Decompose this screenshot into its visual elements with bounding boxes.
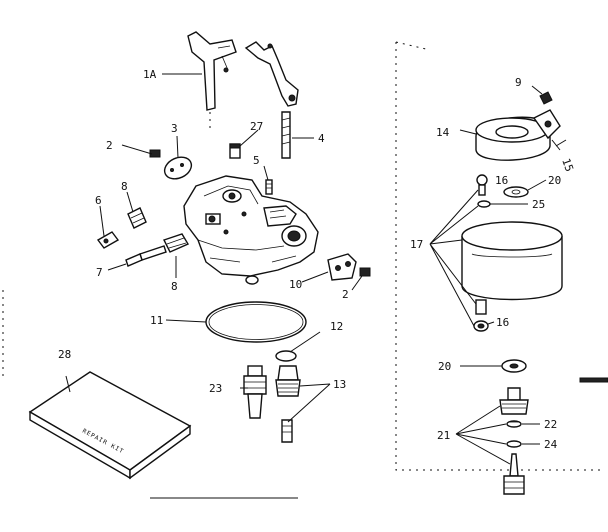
repair-kit-box-28: REPAIR KIT [28, 371, 192, 480]
label-20-lower: 20 [438, 360, 451, 373]
label-14: 14 [436, 126, 450, 139]
label-9: 9 [515, 76, 522, 89]
label-10: 10 [289, 278, 302, 291]
label-28: 28 [58, 348, 71, 361]
bowl-nut-21 [499, 387, 529, 415]
label-6: 6 [95, 194, 102, 207]
washer-20-upper [503, 186, 529, 198]
spring-22 [506, 420, 522, 428]
label-8-lower: 8 [171, 280, 178, 293]
needle-21-lower [503, 453, 525, 495]
label-8-upper: 8 [121, 180, 128, 193]
throttle-plate-3 [163, 156, 193, 180]
label-5: 5 [253, 154, 260, 167]
label-22: 22 [544, 418, 557, 431]
pin-9 [539, 91, 553, 105]
label-11: 11 [150, 314, 163, 327]
label-27: 27 [250, 120, 263, 133]
screw-2-lower [359, 267, 371, 277]
label-15: 15 [559, 157, 576, 174]
bracket-10 [327, 253, 357, 281]
carburetor-body [183, 175, 319, 285]
label-13: 13 [333, 378, 346, 391]
float-bowl-17 [461, 221, 563, 301]
label-2-lower: 2 [342, 288, 349, 301]
label-12: 12 [330, 320, 343, 333]
main-jet-13 [275, 365, 301, 443]
gasket-24 [506, 440, 522, 448]
label-2-upper: 2 [106, 139, 113, 152]
gasket-ring-11 [205, 301, 307, 343]
choke-lever-part [244, 41, 299, 159]
needle-16-upper [476, 174, 488, 196]
screw-6 [96, 231, 120, 249]
nozzle-23 [243, 365, 267, 419]
label-21: 21 [437, 429, 450, 442]
idle-screw-7-8 [125, 233, 190, 267]
washer-25 [477, 200, 491, 208]
needle-8-upper [127, 207, 147, 229]
label-4: 4 [318, 132, 325, 145]
throttle-lever-part [187, 31, 237, 128]
pin-5 [265, 179, 273, 195]
needle-16-lower [473, 299, 489, 332]
label-3: 3 [171, 122, 178, 135]
label-23: 23 [209, 382, 222, 395]
screw-27 [229, 143, 241, 159]
label-16-lower: 16 [496, 316, 509, 329]
edge-mark [579, 377, 608, 383]
leader-lines [65, 73, 547, 465]
label-16-upper: 16 [495, 174, 508, 187]
label-25: 25 [532, 198, 545, 211]
label-7: 7 [96, 266, 103, 279]
label-1a: 1A [143, 68, 157, 81]
gasket-12 [275, 350, 297, 362]
label-17: 17 [410, 238, 423, 251]
label-24: 24 [544, 438, 558, 451]
bowl-group-outline [395, 41, 600, 471]
float-14 [475, 109, 567, 161]
label-20-upper: 20 [548, 174, 561, 187]
